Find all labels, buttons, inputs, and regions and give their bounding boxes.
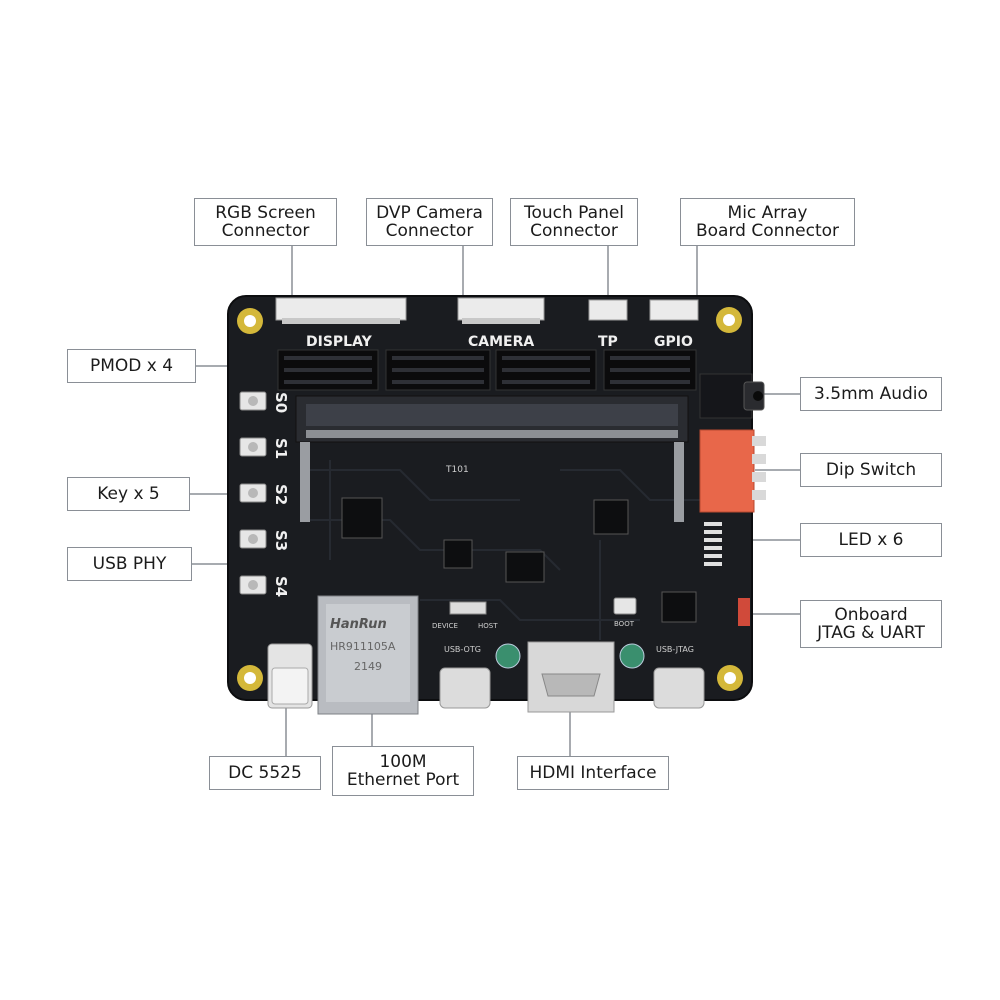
callout-dvp-camera-connector: DVP Camera Connector — [366, 198, 493, 246]
callout-dc-5525: DC 5525 — [209, 756, 321, 790]
silk-boot: BOOT — [614, 620, 635, 628]
touch-panel-connector — [588, 299, 628, 321]
callout-onboard-jtag-uart: Onboard JTAG & UART — [800, 600, 942, 648]
silk-s0: S0 — [272, 392, 290, 413]
dc-jack — [267, 643, 313, 709]
callout-touch-panel-connector: Touch Panel Connector — [510, 198, 638, 246]
hdmi-port — [527, 641, 615, 713]
sodimm-slot — [295, 395, 689, 522]
rgb-screen-connector — [275, 297, 407, 321]
dip-switch — [699, 429, 766, 513]
device-host-switch — [449, 601, 487, 615]
silk-host: HOST — [478, 622, 498, 630]
silk-device: DEVICE — [432, 622, 458, 630]
silk-s4: S4 — [272, 576, 290, 597]
leds — [704, 522, 722, 566]
silk-chip-ref: T101 — [445, 465, 469, 475]
callout-keys: Key x 5 — [67, 477, 190, 511]
ethernet-model: HR911105A — [330, 640, 396, 653]
ethernet-jack: HanRun HR911105A 2149 — [317, 595, 419, 715]
ethernet-brand: HanRun — [330, 617, 387, 632]
jtag-chip — [661, 591, 697, 623]
ethernet-date: 2149 — [354, 660, 382, 673]
capacitor-left — [495, 643, 521, 669]
silk-tp: TP — [598, 334, 618, 350]
pmod-headers — [277, 349, 697, 391]
callout-led: LED x 6 — [800, 523, 942, 557]
dvp-camera-connector — [457, 297, 545, 321]
silk-usb-jtag: USB-JTAG — [656, 645, 694, 654]
usb-jtag-port — [653, 667, 705, 709]
callout-rgb-screen-connector: RGB Screen Connector — [194, 198, 337, 246]
callout-3-5mm-audio: 3.5mm Audio — [800, 377, 942, 411]
capacitor-right — [619, 643, 645, 669]
silk-display: DISPLAY — [306, 334, 373, 350]
silk-camera: CAMERA — [468, 334, 534, 350]
callout-mic-array-board-connector: Mic Array Board Connector — [680, 198, 855, 246]
callout-ethernet-port: 100M Ethernet Port — [332, 746, 474, 796]
callout-pmod: PMOD x 4 — [67, 349, 196, 383]
usb-otg-port — [439, 667, 491, 709]
silk-s3: S3 — [272, 530, 290, 551]
mic-array-connector — [649, 299, 699, 321]
callout-hdmi-interface: HDMI Interface — [517, 756, 669, 790]
audio-jack — [699, 373, 765, 419]
callout-dip-switch: Dip Switch — [800, 453, 942, 487]
silk-gpio: GPIO — [654, 334, 693, 350]
mounting-holes — [237, 307, 743, 691]
silk-usb-otg: USB-OTG — [444, 645, 481, 654]
callout-usb-phy: USB PHY — [67, 547, 192, 581]
silk-s2: S2 — [272, 484, 290, 505]
usb-phy-chip — [341, 497, 383, 539]
silk-s1: S1 — [272, 438, 290, 459]
keys — [239, 391, 267, 595]
boot-button — [613, 597, 637, 615]
